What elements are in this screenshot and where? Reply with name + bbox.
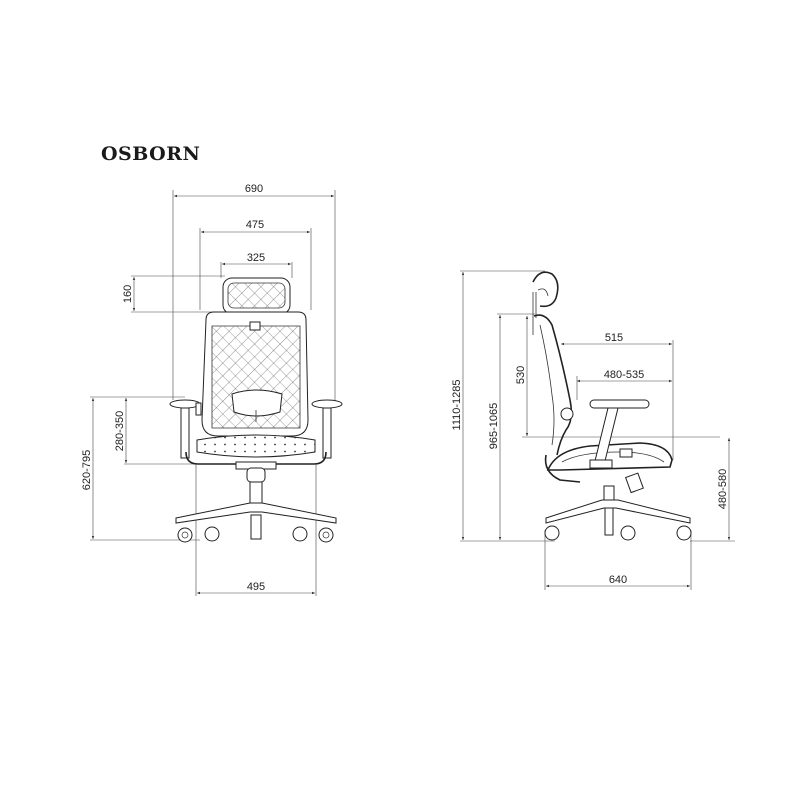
base [175, 502, 337, 524]
product-title: OSBORN [101, 143, 201, 165]
right-armrest [311, 399, 343, 409]
side-backrest [533, 314, 573, 456]
dim-seat-depth: 480-535 [604, 369, 644, 381]
dim-armrest-height: 280-350 [114, 411, 126, 451]
dim-base-depth: 640 [609, 574, 627, 586]
side-armrest [589, 399, 650, 409]
side-base [545, 499, 691, 524]
dim-headrest-height: 160 [122, 285, 134, 303]
side-view: 1110-1285 965-1065 530 515 480-535 480-5… [451, 270, 735, 590]
dim-headrest-width: 325 [247, 252, 265, 264]
front-view: 690 475 325 160 280-350 620-795 495 [81, 183, 343, 596]
dim-overall-width: 690 [245, 183, 263, 195]
caster [177, 527, 193, 543]
dim-back-height-from-floor: 965-1065 [488, 403, 500, 450]
dim-back-width: 475 [246, 219, 264, 231]
dim-seat-height: 480-580 [717, 469, 729, 509]
dim-floor-to-armrest: 620-795 [81, 450, 93, 490]
dim-base-width: 495 [247, 581, 265, 593]
side-caster [544, 525, 560, 541]
dim-back-height: 530 [515, 366, 527, 384]
side-seat [546, 442, 673, 471]
dim-overall-depth: 515 [605, 332, 623, 344]
seat [196, 434, 316, 458]
side-headrest [532, 271, 559, 308]
dim-overall-height: 1110-1285 [451, 380, 463, 431]
